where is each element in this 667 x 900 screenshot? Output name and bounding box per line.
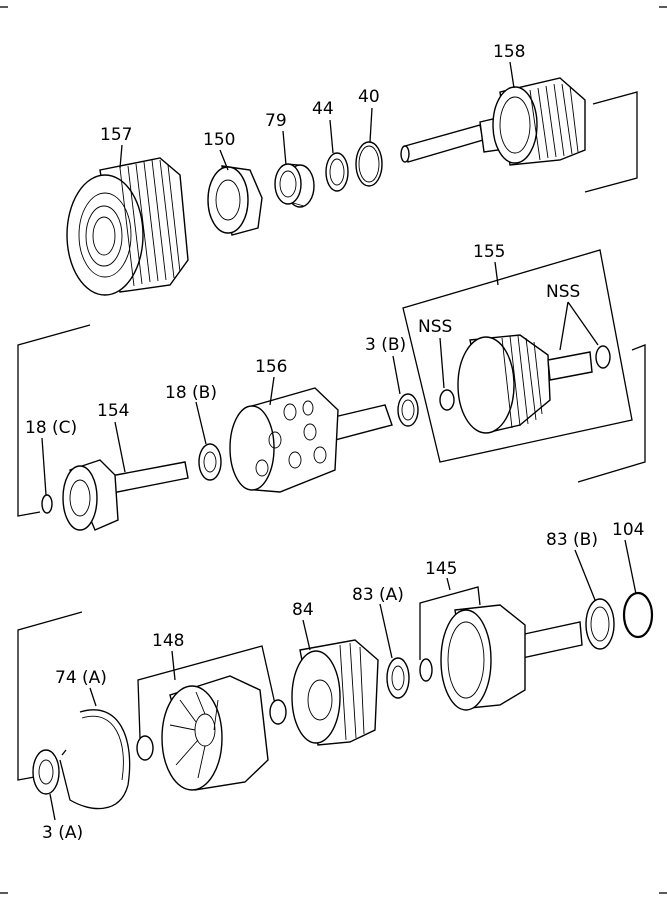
leader-lines: [41, 61, 637, 821]
bracket-row2-left: [17, 324, 91, 517]
part-40-ring: [355, 141, 383, 187]
bracket-row1-right: [584, 91, 638, 193]
label-3b: 3 (B): [365, 335, 406, 355]
part-83a-ring: [386, 657, 410, 699]
corner-marks: [0, 6, 667, 894]
label-44: 44: [312, 99, 334, 119]
label-157: 157: [100, 125, 132, 145]
part-155-drum: [457, 334, 593, 434]
part-157-drum: [66, 157, 189, 296]
label-40: 40: [358, 87, 380, 107]
label-nss-right: NSS: [546, 282, 580, 302]
label-79: 79: [265, 111, 287, 131]
label-154: 154: [97, 401, 129, 421]
part-79-needle-bearing: [274, 163, 315, 208]
group-box-155: [402, 249, 633, 463]
label-84: 84: [292, 600, 314, 620]
bracket-row2-right: [577, 344, 646, 483]
part-156-planetary: [229, 387, 393, 493]
part-150-bearing: [207, 165, 263, 236]
label-nss-left: NSS: [418, 317, 452, 337]
part-18c-ring: [41, 494, 53, 514]
leader-nss-right-b: [567, 301, 599, 346]
label-148: 148: [152, 631, 184, 651]
part-145-ring: [419, 658, 433, 682]
part-44-washer: [325, 152, 349, 192]
part-104-oring: [622, 591, 654, 639]
label-74a: 74 (A): [55, 668, 107, 688]
bracket-row3-left: [17, 611, 83, 781]
label-83b: 83 (B): [546, 530, 598, 550]
part-145-drum: [440, 604, 583, 711]
part-74a-snap-ring: [59, 709, 131, 810]
label-155: 155: [473, 242, 505, 262]
part-labels: 157 150 79 44 40 158 155 NSS NSS 3 (B) 1…: [25, 42, 644, 843]
label-18c: 18 (C): [25, 418, 77, 438]
label-156: 156: [255, 357, 287, 377]
part-148-ring-right: [269, 699, 287, 725]
label-3a: 3 (A): [42, 823, 83, 843]
leader-nss-left: [439, 337, 445, 389]
part-154-shaft: [62, 459, 189, 531]
label-104: 104: [612, 520, 644, 540]
label-158: 158: [493, 42, 525, 62]
label-83a: 83 (A): [352, 585, 404, 605]
leader-nss-right-a: [559, 301, 569, 351]
label-150: 150: [203, 130, 235, 150]
nss-ring-left: [439, 389, 455, 411]
part-83b-ring: [585, 598, 615, 650]
part-148-ring-left: [136, 735, 154, 761]
label-18b: 18 (B): [165, 383, 217, 403]
bracket-145: [419, 586, 481, 660]
nss-ring-right: [595, 345, 611, 369]
part-158-shaft-drum: [400, 77, 586, 166]
part-3a-ring: [32, 749, 60, 795]
part-84-carrier: [291, 639, 379, 746]
part-148-planetary: [161, 675, 269, 791]
part-3b-ring: [397, 393, 419, 427]
bracket-148: [137, 645, 276, 739]
label-145: 145: [425, 559, 457, 579]
part-18b-ring: [198, 443, 222, 481]
